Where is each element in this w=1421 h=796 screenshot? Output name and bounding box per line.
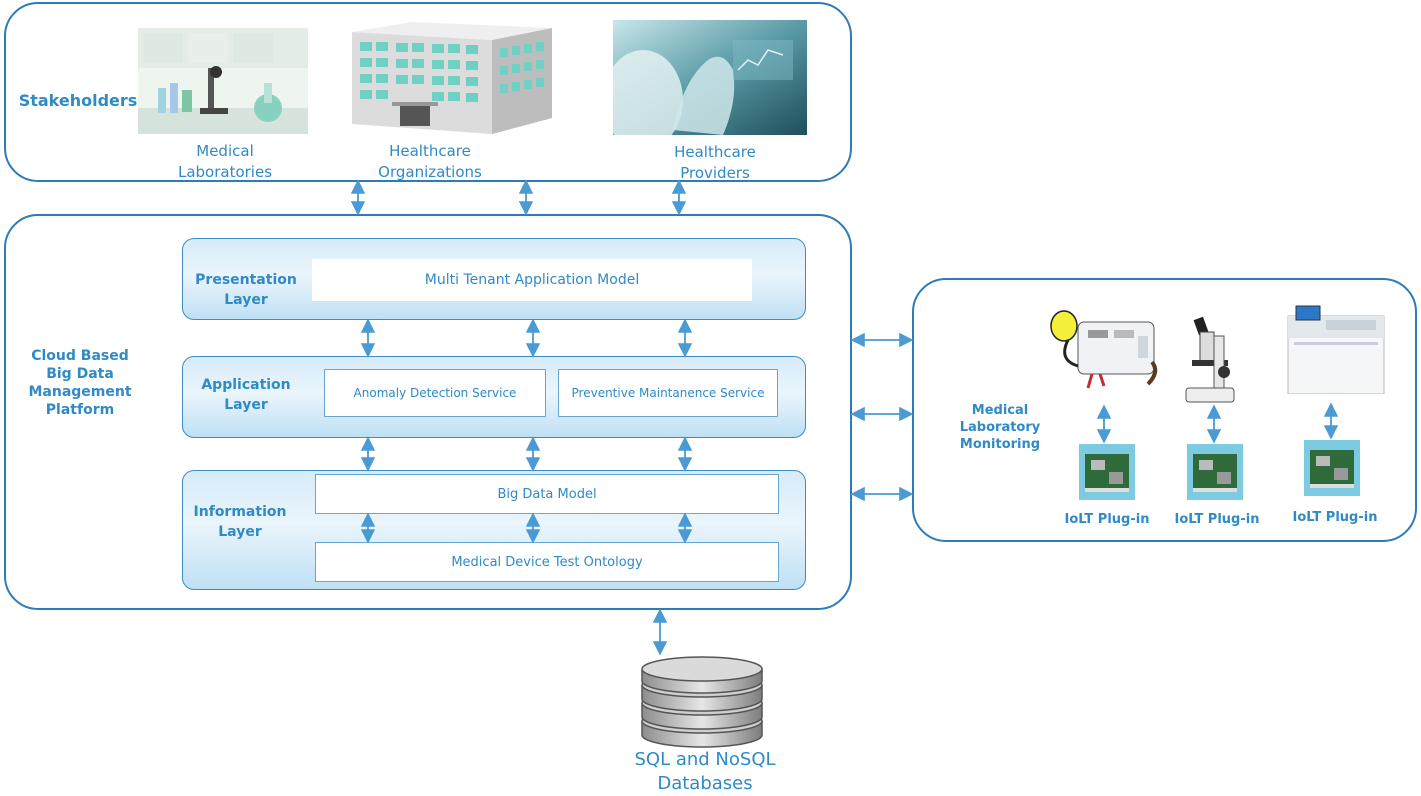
laboratory-photo-icon [138,28,308,134]
iolt-board-icon-2 [1187,444,1243,500]
lab-instrument-icon [1286,302,1386,395]
iolt-board-icon-3 [1304,440,1360,496]
medical-device-test-ontology: Medical Device Test Ontology [315,542,779,582]
database-stack-icon [638,655,766,749]
anomaly-detection-service: Anomaly Detection Service [324,369,546,417]
iolt-plugin-label-3: IoLT Plug-in [1292,510,1378,525]
multi-tenant-application-model: Multi Tenant Application Model [312,259,752,301]
hospital-building-icon [352,22,552,134]
microscope-icon [1178,316,1242,406]
doctor-photo-icon [603,20,807,150]
iolt-plugin-label-2: IoLT Plug-in [1174,512,1260,527]
iolt-plugin-label-1: IoLT Plug-in [1064,512,1150,527]
preventive-maintenance-service: Preventive Maintanence Service [558,369,778,417]
big-data-model: Big Data Model [315,474,779,514]
iolt-board-icon-1 [1079,444,1135,500]
lab-analyzer-device-icon [1048,300,1164,392]
stakeholders-title: Stakeholders [18,91,138,110]
